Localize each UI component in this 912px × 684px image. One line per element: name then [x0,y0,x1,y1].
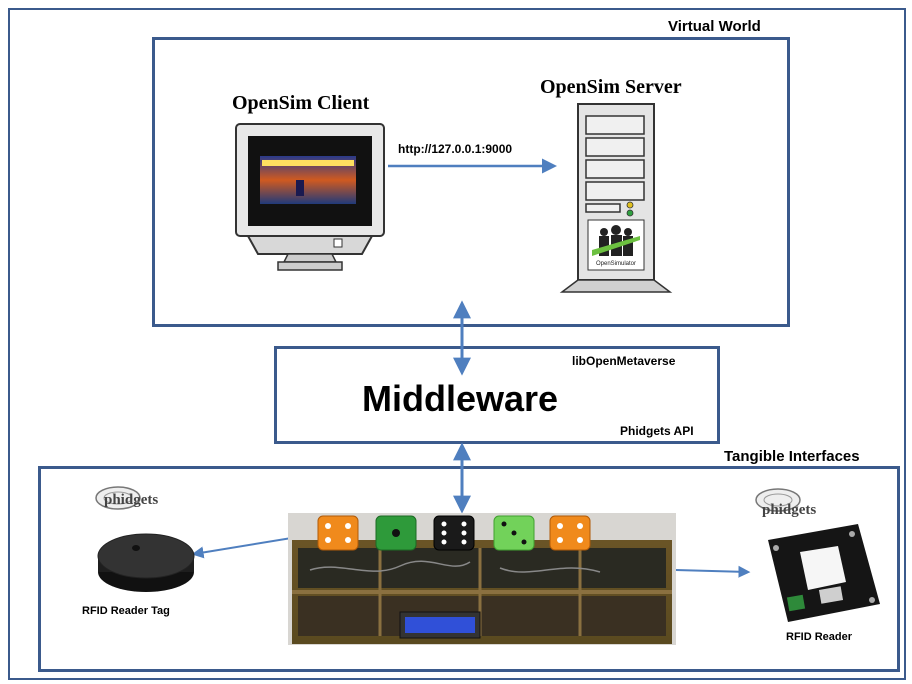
die-green [375,515,417,551]
middleware-box [274,346,720,444]
server-tower-icon [559,103,673,293]
phidgets-logo-left-text: phidgets [104,492,158,508]
opensimulator-logo [592,225,640,256]
die-light-green [493,515,535,551]
libopenmetaverse-label: libOpenMetaverse [572,354,676,368]
connection-url-label: http://127.0.0.1:9000 [398,142,513,156]
virtual-world-box [152,37,790,327]
middleware-title: Middleware [362,378,559,419]
die-black [433,515,475,551]
rfid-reader-icon [768,524,880,622]
opensim-client-label: OpenSim Client [232,92,370,114]
phidgets-logo-right [755,488,801,512]
opensimulator-logo-text: OpenSimulator [596,261,636,267]
die-orange-1 [317,515,359,551]
rfid-reader-caption: RFID Reader [786,631,853,643]
monitor-icon [235,123,385,271]
phidgets-api-label: Phidgets API [620,424,694,438]
dice-row [317,515,591,551]
phidgets-logo-right-text: phidgets [762,502,816,518]
rfid-tag-icon [97,533,195,592]
rfid-tag-caption: RFID Reader Tag [82,605,170,617]
virtual-world-title: Virtual World [668,18,761,35]
phidgets-logo-left [95,486,141,510]
tangible-interfaces-title: Tangible Interfaces [724,448,860,465]
die-orange-2 [549,515,591,551]
outer-frame [8,8,906,680]
opensim-server-label: OpenSim Server [540,76,682,98]
